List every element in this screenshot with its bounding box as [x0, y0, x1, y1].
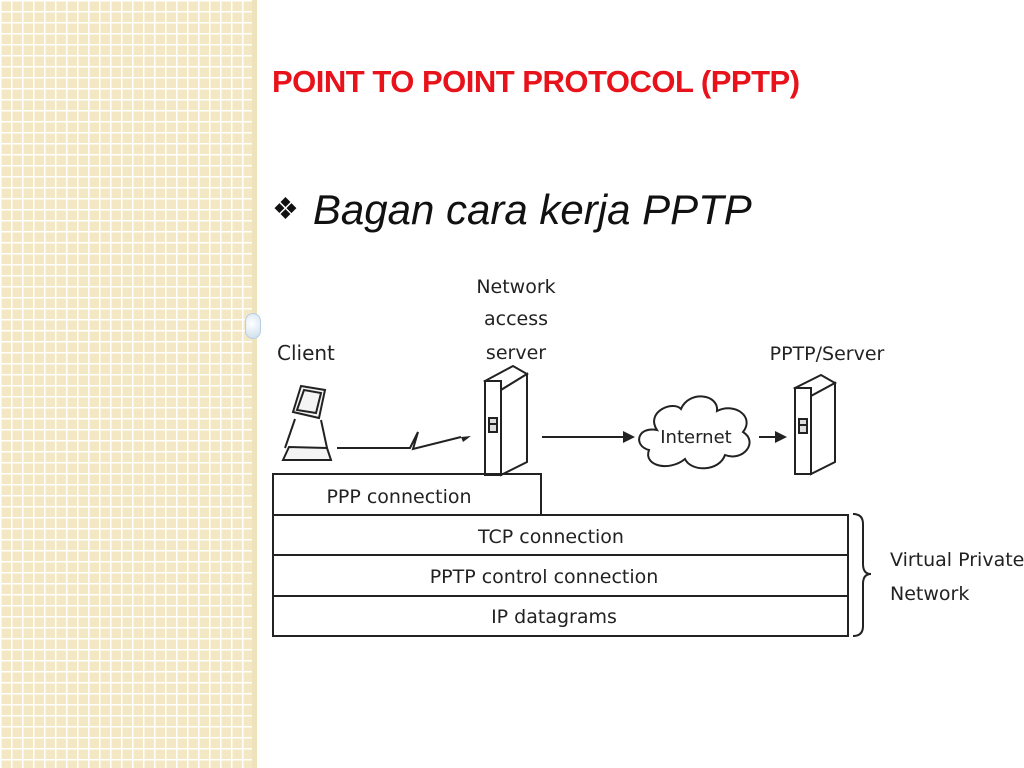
ppp-connection-label: PPP connection	[326, 486, 471, 508]
server-label: PPTP/Server	[770, 343, 885, 365]
decorative-side-panel	[0, 0, 252, 768]
pptp-control-connection-label: PPTP control connection	[430, 566, 659, 588]
decorative-knob	[245, 313, 261, 339]
ip-datagrams-label: IP datagrams	[491, 606, 617, 628]
arrow-to-server-icon	[775, 431, 787, 443]
pptp-diagram: Client Network access server PPTP/Server…	[265, 262, 1024, 646]
laptop-icon	[281, 384, 333, 461]
internet-cloud-icon: Internet	[638, 395, 751, 470]
vpn-label-line2: Network	[890, 583, 969, 605]
tcp-connection-label: TCP connection	[477, 526, 624, 548]
nas-label-line2: access	[484, 308, 548, 330]
vpn-brace-icon	[852, 513, 872, 637]
diamond-bullet-icon: ❖	[272, 193, 299, 226]
nas-label-line1: Network	[476, 276, 555, 298]
side-panel-edge	[252, 0, 257, 768]
protocol-layer-stack	[272, 473, 849, 637]
client-label: Client	[277, 341, 335, 365]
arrow-to-nas-icon	[461, 436, 471, 442]
bullet-text: Bagan cara kerja PPTP	[312, 186, 752, 233]
dialup-link	[337, 431, 462, 451]
slide-title: POINT TO POINT PROTOCOL (PPTP)	[272, 64, 800, 99]
server-tower-icon	[792, 373, 838, 476]
arrow-to-internet-icon	[623, 431, 635, 443]
nas-tower-icon	[482, 364, 529, 477]
vpn-label-line1: Virtual Private	[890, 549, 1024, 571]
internet-label: Internet	[660, 427, 731, 448]
bullet-item: ❖ Bagan cara kerja PPTP	[272, 186, 752, 234]
nas-label-line3: server	[486, 342, 546, 364]
